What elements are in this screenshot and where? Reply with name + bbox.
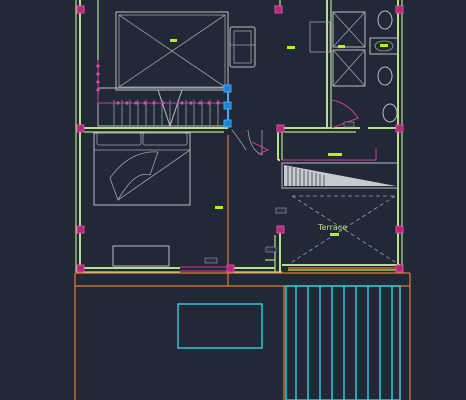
staircase-icon [96,60,229,128]
stair-down-icon [281,148,399,189]
door-swings [231,129,270,156]
shower-tray-icon [309,11,366,87]
toilet-icon [377,10,398,123]
terrace-label: Terrace [317,223,347,232]
terrace-area: Terrace [291,195,396,263]
swimming-pool-icon [177,303,263,349]
walls [75,0,403,273]
structural-columns [76,5,404,273]
double-bed-icon [93,132,191,206]
bench-icon [112,245,170,267]
stair-columns [223,84,232,128]
armchair-icon [229,26,256,68]
washbasin-icon [369,37,399,55]
lift-shaft [115,11,229,91]
pool-steps [285,285,401,400]
